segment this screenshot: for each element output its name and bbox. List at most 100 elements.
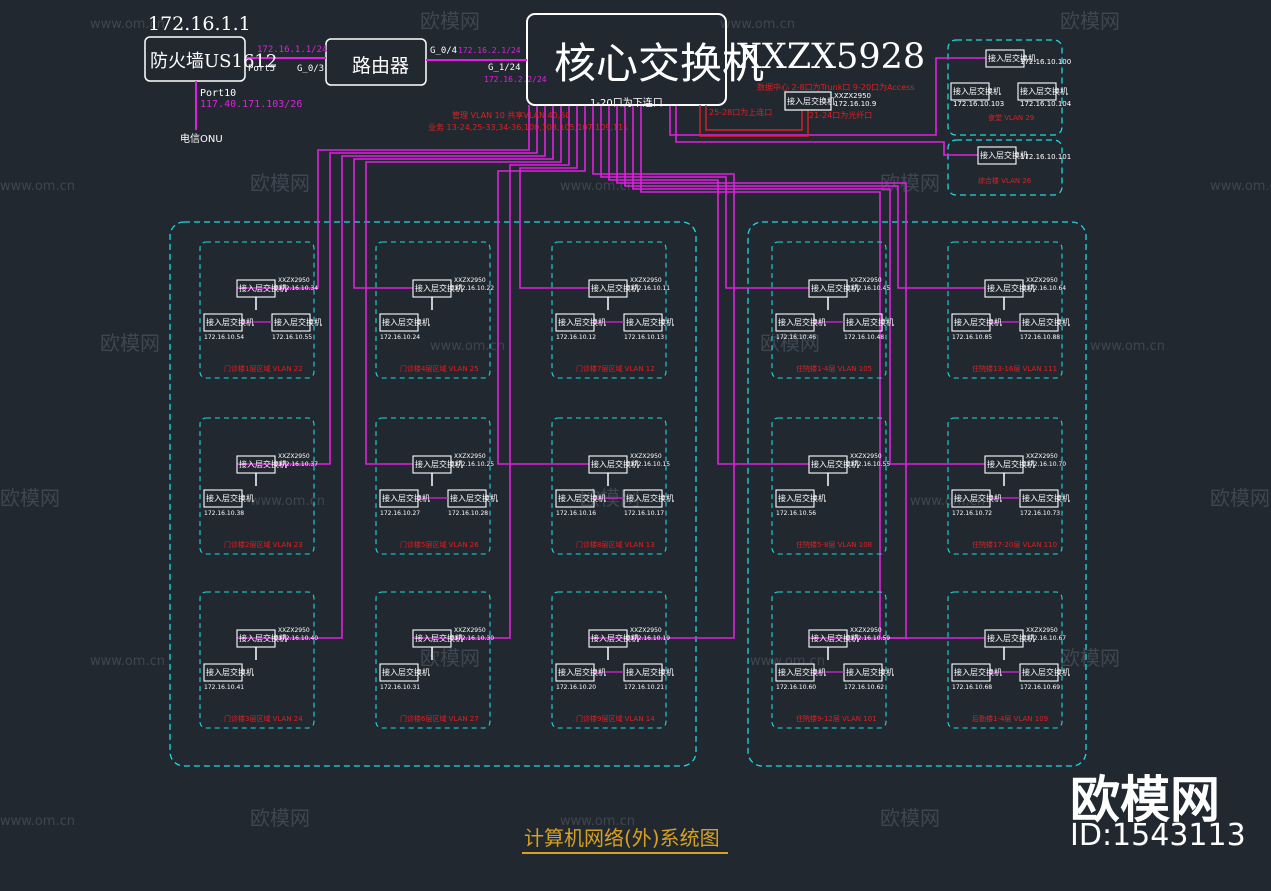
zone-12-sub-b-label: 接入层交换机 (1022, 318, 1070, 327)
uplink-14 (640, 105, 985, 639)
zone-0-ip-a: 172.16.10.54 (204, 334, 245, 341)
zone-6-ip-a: 172.16.10.12 (556, 334, 597, 341)
zone-11-main-ip: 172.16.10.59 (850, 635, 891, 642)
watermark-text: www.om.cn (720, 17, 795, 32)
firewall-ip: 172.16.1.1 (148, 13, 251, 35)
canteen-sub-a-label: 接入层交换机 (953, 87, 1001, 96)
zone-9-title: 住院楼1-4层 VLAN 105 (796, 365, 873, 373)
canteen-title: 食堂 VLAN 29 (988, 114, 1035, 122)
zone-6-ip-b: 172.16.10.13 (624, 334, 665, 341)
zone-9-main-ip: 172.16.10.45 (850, 285, 891, 292)
watermark-text: www.om.cn (750, 654, 825, 669)
watermark-text: 欧模网 (880, 806, 940, 830)
uplink-0 (237, 105, 530, 289)
zone-0-model: XXZX2950 (278, 277, 310, 284)
complex-title: 综合楼 VLAN 26 (978, 177, 1032, 185)
complex-ip: 172.16.10.101 (1020, 153, 1072, 161)
zone-box-3 (375, 241, 491, 379)
zone-0-ip-b: 172.16.10.55 (272, 334, 313, 341)
access-switch-layer (199, 49, 1063, 729)
zone-9-main-switch-label: 接入层交换机 (811, 284, 859, 293)
zone-8-title: 门诊楼9层区域 VLAN 14 (576, 715, 655, 723)
zone-12-title: 住院楼13-16层 VLAN 111 (972, 365, 1058, 373)
zone-2-main-switch-label: 接入层交换机 (239, 634, 287, 643)
zone-3-main-ip: 172.16.10.22 (454, 285, 495, 292)
zone-4-ip-a: 172.16.10.27 (380, 510, 421, 517)
zone-2-main-ip: 172.16.10.40 (278, 635, 319, 642)
uplink-2 (237, 105, 546, 639)
canteen-sub-b (1017, 82, 1057, 101)
zone-5-main-switch-label: 接入层交换机 (415, 634, 463, 643)
complex-zone-frame (947, 139, 1063, 196)
watermark-text: 欧模网 (250, 171, 310, 195)
watermark-text: www.om.cn (430, 339, 505, 354)
zone-8-sub-b-label: 接入层交换机 (626, 668, 674, 677)
zone-4-title: 门诊楼5层区域 VLAN 26 (400, 541, 479, 549)
zone-10-title: 住院楼5-8层 VLAN 108 (796, 541, 873, 549)
uplink-10 (608, 105, 809, 465)
watermark-text: 欧模网 (420, 9, 480, 33)
firewall-label: 防火墙US1612 (150, 51, 278, 72)
zone-2-ip-a: 172.16.10.41 (204, 684, 245, 691)
isp-label: 电信ONU (180, 134, 223, 145)
zone-box-5 (375, 591, 491, 729)
uplink-4 (365, 105, 562, 465)
zone-5-sub-a-label: 接入层交换机 (382, 668, 430, 677)
core-switch-label: 核心交换机 (554, 39, 765, 88)
zone-8-sub-a-label: 接入层交换机 (558, 668, 606, 677)
zone-14-main-switch-label: 接入层交换机 (987, 634, 1035, 643)
zone-box-13 (947, 417, 1063, 555)
zone-5-sub-a (379, 663, 419, 682)
router-box (325, 38, 427, 86)
zone-0-title: 门诊楼1层区域 VLAN 22 (224, 365, 303, 373)
zone-13-model: XXZX2950 (1026, 453, 1058, 460)
canteen-ip-1: 172.16.10.103 (953, 100, 1005, 108)
zone-box-11 (771, 591, 887, 729)
zone-7-ip-b: 172.16.10.17 (624, 510, 665, 517)
zone-7-ip-a: 172.16.10.16 (556, 510, 597, 517)
zone-8-main-switch-label: 接入层交换机 (591, 634, 639, 643)
watermark-text: www.om.cn (560, 814, 635, 829)
zone-14-sub-a-label: 接入层交换机 (954, 668, 1002, 677)
zone-2-sub-a-label: 接入层交换机 (206, 668, 254, 677)
zone-6-title: 门诊楼7层区域 VLAN 12 (576, 365, 655, 373)
zone-11-sub-a-label: 接入层交换机 (778, 668, 826, 677)
zone-2-title: 门诊楼3层区域 VLAN 24 (224, 715, 303, 723)
canteen-main-switch (985, 49, 1025, 68)
zone-box-8 (551, 591, 667, 729)
zone-6-sub-a-label: 接入层交换机 (558, 318, 606, 327)
zone-3-ip-a: 172.16.10.24 (380, 334, 421, 341)
canteen-sub-a (950, 82, 990, 101)
watermark-text: www.om.cn (1090, 339, 1165, 354)
zone-9-ip-b: 172.16.10.48 (844, 334, 885, 341)
core-port: G_1/24 (488, 63, 521, 73)
zone-box-4 (375, 417, 491, 555)
watermark-text: www.om.cn (910, 494, 985, 509)
top-devices (144, 13, 832, 137)
canteen-sub-b-label: 接入层交换机 (1020, 87, 1068, 96)
watermark-text: 欧模网 (420, 646, 480, 670)
zone-9-sub-b-label: 接入层交换机 (846, 318, 894, 327)
uplink-3 (353, 105, 554, 289)
zone-12-ip-b: 172.16.10.88 (1020, 334, 1061, 341)
uplink-1 (237, 105, 538, 465)
zone-14-title: 后勤楼1-4层 VLAN 109 (972, 715, 1049, 723)
watermark-text: 欧模网 (100, 331, 160, 355)
watermark-text: www.om.cn (250, 494, 325, 509)
zone-1-ip-a: 172.16.10.38 (204, 510, 245, 517)
zone-8-main-ip: 172.16.10.19 (630, 635, 671, 642)
outpatient-zone-frame (169, 221, 697, 767)
zone-7-title: 门诊楼8层区域 VLAN 13 (576, 541, 655, 549)
zone-3-sub-a (379, 313, 419, 332)
zone-2-sub-a (203, 663, 243, 682)
zone-1-model: XXZX2950 (278, 453, 310, 460)
watermark-text: 欧模网 (1060, 9, 1120, 33)
core-sub-switch-model: XXZX2950 (834, 92, 871, 100)
watermark-text: www.om.cn (0, 814, 75, 829)
zone-4-sub-a-label: 接入层交换机 (382, 494, 430, 503)
zone-1-title: 门诊楼2层区域 VLAN 23 (224, 541, 303, 549)
zone-5-main-ip: 172.16.10.30 (454, 635, 495, 642)
zone-7-sub-a-label: 接入层交换机 (558, 494, 606, 503)
complex-switch-label: 接入层交换机 (980, 151, 1028, 160)
